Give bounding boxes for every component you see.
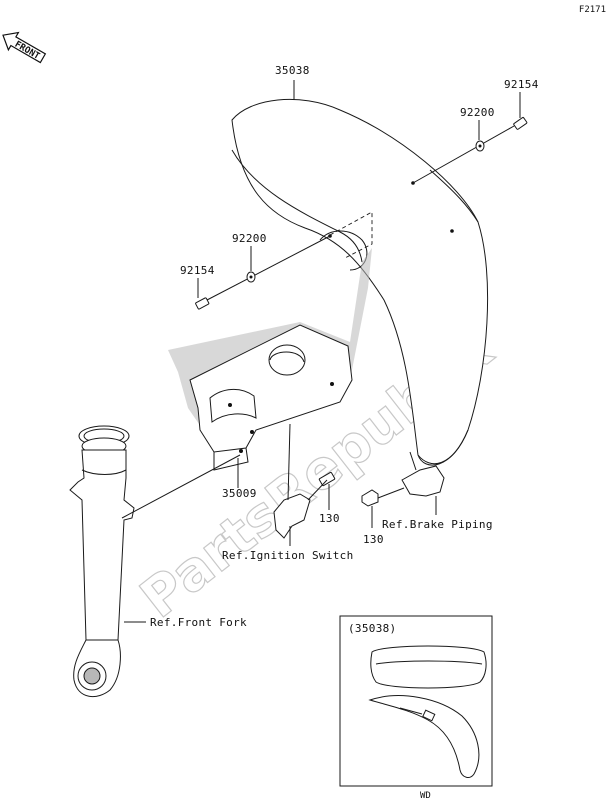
brake-piping-clamp bbox=[401, 451, 445, 497]
fender-centerline bbox=[329, 211, 373, 259]
front-fender-35038 bbox=[231, 98, 489, 466]
bolt-ignition-130 bbox=[307, 471, 336, 501]
ref-ignition-switch: Ref.Ignition Switch bbox=[222, 549, 354, 562]
callout-92154-right: 92154 bbox=[504, 78, 539, 91]
ignition-bracket bbox=[273, 423, 311, 539]
ref-front-fork: Ref.Front Fork bbox=[150, 616, 247, 629]
callout-92154-left: 92154 bbox=[180, 264, 215, 277]
front-arrow-icon: FRONT bbox=[2, 31, 47, 64]
washer-right-92200 bbox=[475, 140, 485, 152]
callout-35009: 35009 bbox=[222, 487, 257, 500]
bolt-brake-130 bbox=[361, 487, 405, 507]
callout-130-brake: 130 bbox=[363, 533, 384, 546]
callout-92200-left: 92200 bbox=[232, 232, 267, 245]
callout-130-ignition: 130 bbox=[319, 512, 340, 525]
inset-title: (35038) bbox=[348, 622, 396, 635]
diagram-code: F2171 bbox=[579, 5, 606, 15]
bracket-35009 bbox=[168, 248, 372, 471]
callout-92200-right: 92200 bbox=[460, 106, 495, 119]
bolt-right-92154 bbox=[412, 116, 528, 184]
inset-fender-top-view bbox=[370, 645, 487, 689]
callout-35038: 35038 bbox=[275, 64, 310, 77]
washer-left-92200 bbox=[246, 271, 256, 283]
ref-brake-piping: Ref.Brake Piping bbox=[382, 518, 493, 531]
inset-caption: WD bbox=[420, 791, 431, 800]
inset-box: (35038) WD bbox=[339, 615, 493, 800]
inset-fender-side-view bbox=[368, 695, 480, 778]
front-fork bbox=[69, 425, 241, 698]
bolt-left-92154 bbox=[195, 235, 331, 310]
